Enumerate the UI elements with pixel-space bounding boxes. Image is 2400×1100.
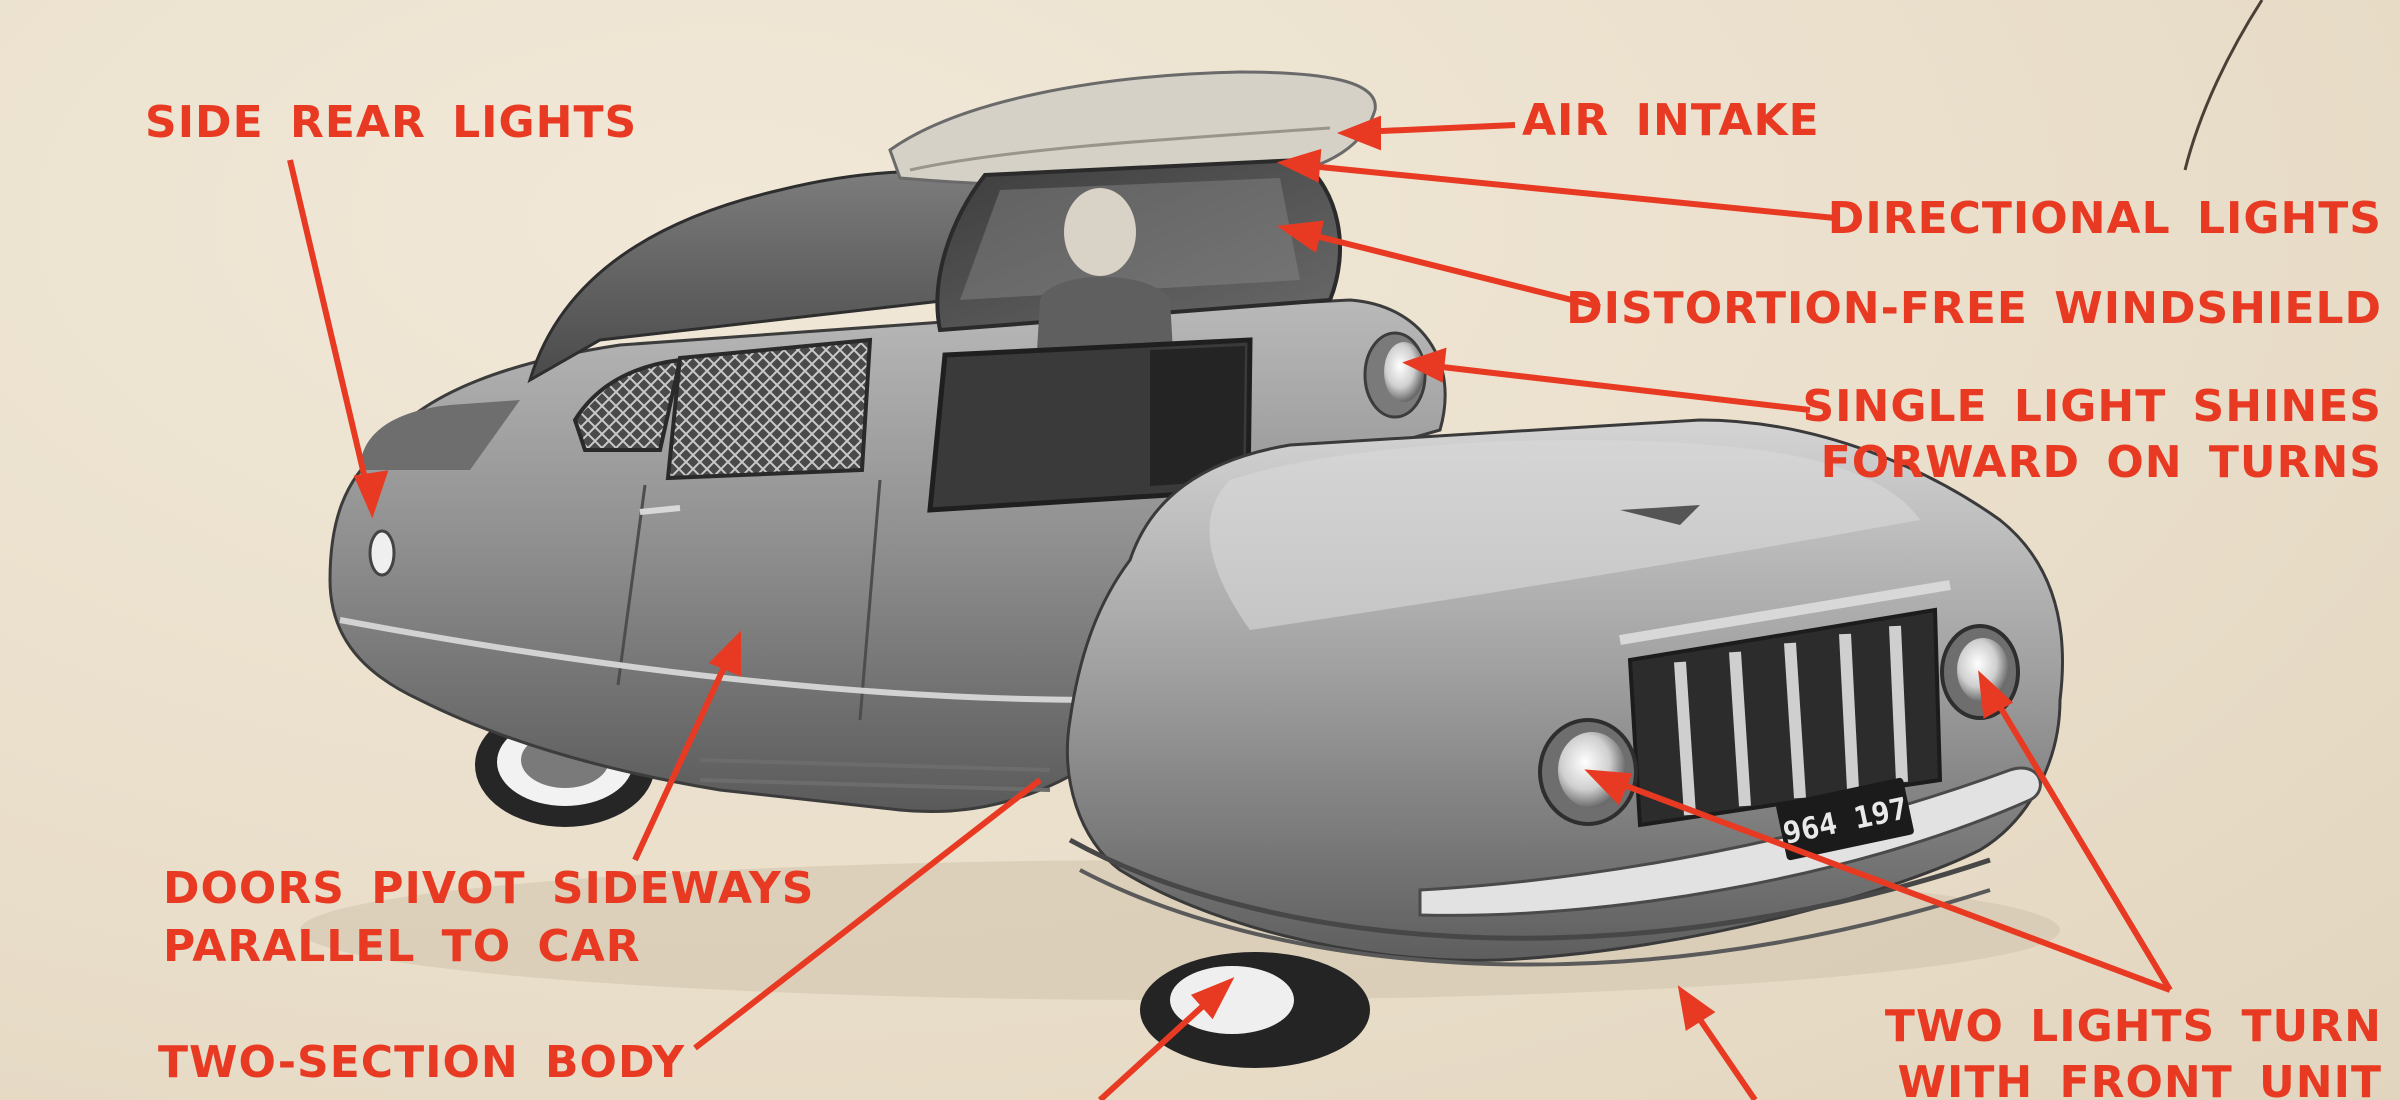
- arrow-doors: [632, 648, 735, 862]
- label-single-light-line1: SINGLE LIGHT SHINES: [1802, 381, 2382, 432]
- arrowhead-two-lights-left: [1584, 769, 1633, 806]
- arrowhead-single-light: [1402, 347, 1447, 383]
- arrowhead-front-wheel: [1190, 977, 1235, 1020]
- label-side-rear-lights: SIDE REAR LIGHTS: [145, 97, 638, 148]
- label-air-intake: AIR INTAKE: [1522, 95, 1820, 146]
- label-directional-lights: DIRECTIONAL LIGHTS: [1827, 193, 2382, 244]
- door-seam: [616, 484, 647, 686]
- label-two-section-body: TWO-SECTION BODY: [158, 1037, 686, 1088]
- rocker-stripes: [699, 758, 1051, 792]
- front-wheel: [1140, 952, 1370, 1068]
- arrow-two-lights-left: [1603, 775, 2172, 993]
- label-single-light-line2: FORWARD ON TURNS: [1820, 437, 2382, 488]
- arrow-single-light: [1424, 362, 1811, 413]
- chrome-belt: [339, 617, 1101, 703]
- label-doors-line1: DOORS PIVOT SIDEWAYS: [163, 863, 815, 914]
- arrowhead-two-lights-right: [1978, 670, 2014, 719]
- side-rear-light: [368, 529, 396, 577]
- front-bumper: [1418, 766, 2042, 917]
- label-two-lights-line2: WITH FRONT UNIT: [1897, 1057, 2382, 1100]
- door-handle: [639, 505, 681, 515]
- arrow-two-section: [693, 777, 1042, 1051]
- single-turn-light: [1363, 331, 1427, 419]
- arrowhead-windshield: [1276, 220, 1324, 253]
- grille-bars: [1674, 625, 1908, 816]
- arrowhead-side-rear-lights: [353, 470, 389, 519]
- arrowhead-bumper: [1677, 985, 1716, 1031]
- front-skirt: [1068, 837, 1991, 941]
- arrow-directional-lights: [1299, 162, 1836, 221]
- arrow-air-intake: [1359, 122, 1516, 135]
- hood-ornament: [1620, 505, 1700, 525]
- label-two-lights-line1: TWO LIGHTS TURN: [1884, 1001, 2382, 1052]
- label-doors-line2: PARALLEL TO CAR: [163, 921, 641, 972]
- rear-fin: [360, 400, 520, 470]
- arrow-side-rear-lights: [287, 159, 373, 501]
- arrowhead-air-intake: [1336, 115, 1381, 151]
- door-seam-2: [858, 479, 882, 721]
- pencil-stroke: [2183, 0, 2264, 171]
- label-distortion-free-windshield: DISTORTION-FREE WINDSHIELD: [1566, 283, 2382, 334]
- arrow-two-lights-right: [1987, 688, 2173, 992]
- rear-door-window: [665, 337, 873, 481]
- arrowhead-directional-lights: [1276, 148, 1322, 183]
- arrow-front-wheel: [1097, 992, 1218, 1100]
- arrowhead-doors: [708, 630, 741, 677]
- callout-arrows: [287, 115, 2173, 1100]
- arrow-windshield: [1299, 229, 1601, 310]
